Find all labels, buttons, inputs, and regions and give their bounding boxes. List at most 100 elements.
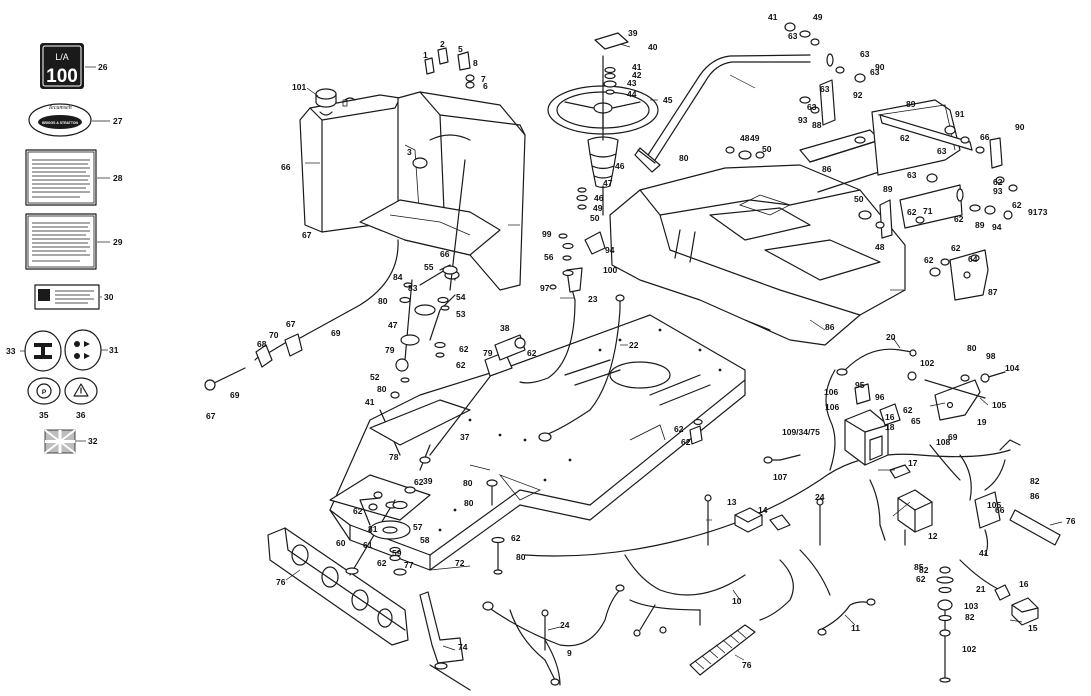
callout: 62 [674, 424, 684, 434]
ignition-switch-16 [844, 409, 889, 466]
bolt-99-stack [936, 566, 954, 683]
callout: 54 [456, 292, 466, 302]
callout: 50 [854, 194, 864, 204]
callout: 91 [955, 109, 965, 119]
callout: 16 [1019, 579, 1029, 589]
battery-strap-98 [907, 371, 986, 399]
callout: 93 [993, 186, 1003, 196]
clevis-38 [494, 334, 526, 361]
callout: 62 [903, 405, 913, 415]
foot-plate-37 [369, 399, 471, 446]
pivot-bolt-79 [486, 479, 498, 506]
callout: 104 [1005, 363, 1019, 373]
callout: 12 [928, 531, 938, 541]
bracket-85 [949, 249, 989, 301]
wire-25 [704, 494, 712, 546]
brake-pedal-rod-assembly [390, 264, 460, 399]
fuel-cap [315, 88, 337, 116]
callout: 68 [257, 339, 267, 349]
callout: 39 [628, 28, 638, 38]
main-frame-19 [329, 314, 746, 571]
callout: 80 [377, 384, 387, 394]
callout: 97 [540, 283, 550, 293]
callout: 78 [389, 452, 399, 462]
callout: 11 [851, 623, 860, 633]
callout: 100 [603, 265, 617, 275]
callout: 102 [920, 358, 934, 368]
callout: 65 [911, 416, 921, 426]
callout: 26 [98, 62, 108, 72]
callout: 13 [727, 497, 737, 507]
callout: 80 [516, 552, 526, 562]
callout: 62 [1012, 200, 1022, 210]
callout: 86 [822, 164, 832, 174]
callout: 41 [632, 62, 642, 72]
callout: 107 [773, 472, 787, 482]
decal-parking-brake-35: P [27, 377, 61, 405]
callout: 63 [820, 84, 830, 94]
callout: 47 [388, 320, 398, 330]
callout: 20 [886, 332, 896, 342]
cable-23 [519, 231, 606, 384]
callout: 14 [758, 505, 768, 515]
callout: 92 [853, 90, 863, 100]
callout: 63 [870, 67, 880, 77]
callout: 32 [88, 436, 98, 446]
callout: 87 [988, 287, 998, 297]
callout: 27 [113, 116, 123, 126]
callout: 33 [6, 346, 16, 356]
callout: 62 [414, 477, 424, 487]
callout: 22 [629, 340, 639, 350]
callout: 53 [456, 309, 466, 319]
callout: 57 [413, 522, 423, 532]
callout: 76 [742, 660, 752, 670]
callout: 59 [392, 548, 402, 558]
bracket-19 [934, 379, 981, 421]
hardware-cluster-right [725, 22, 1018, 277]
callout: 103 [964, 601, 978, 611]
callout: 48 [875, 242, 885, 252]
decal-warning-triangle-36 [64, 377, 98, 405]
callout: 101 [292, 82, 306, 92]
callout: 82 [919, 565, 929, 575]
callout: 10 [732, 596, 742, 606]
plate-93 [854, 383, 871, 405]
callout: 96 [875, 392, 885, 402]
callout: 62 [511, 533, 521, 543]
callout: 63 [807, 102, 817, 112]
callout: 43 [627, 78, 637, 88]
callout: 8 [473, 58, 478, 68]
rear-body-shroud [609, 164, 906, 346]
callout: 50 [590, 213, 600, 223]
decal-speed-symbol-31 [64, 329, 102, 371]
callout: 62 [527, 348, 537, 358]
hardware-cluster-left [368, 47, 703, 511]
callout: 62 [916, 574, 926, 584]
callout: 36 [76, 410, 86, 420]
callout: 46 [594, 193, 604, 203]
callout: 45 [663, 95, 673, 105]
callout: 62 [900, 133, 910, 143]
callout: 86 [1030, 491, 1040, 501]
callout: 67 [206, 411, 216, 421]
callout: 1 [423, 50, 428, 60]
seat-pan-64 [359, 199, 501, 256]
callout: 64 [968, 254, 978, 264]
callout: 18 [885, 422, 895, 432]
callout: 66 [440, 249, 450, 259]
callout: 7 [481, 74, 486, 84]
steering-hardware-stack [576, 66, 617, 210]
steering-sector-gear [359, 486, 416, 576]
fuse-holder-17 [889, 464, 911, 479]
callout: 37 [460, 432, 470, 442]
bar-72 [1009, 509, 1061, 546]
callout: 106 [825, 402, 839, 412]
callout: 62 [951, 243, 961, 253]
callout: 67 [286, 319, 296, 329]
callout: 46 [615, 161, 625, 171]
callout: 19 [977, 417, 987, 427]
callout: 21 [976, 584, 986, 594]
callout: 85 [914, 562, 924, 572]
callout: 49 [593, 203, 603, 213]
callout: 62 [954, 214, 964, 224]
